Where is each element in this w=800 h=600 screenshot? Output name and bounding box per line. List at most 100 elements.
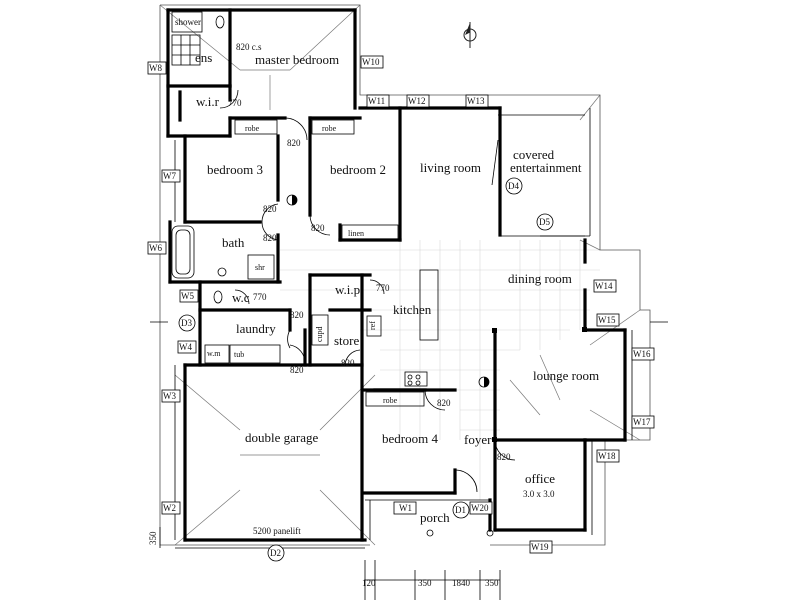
door-820-i: 820 [497, 452, 511, 462]
tub-label: tub [234, 350, 244, 359]
wip-label: w.i.p [335, 282, 360, 297]
door-820-d: 820 [311, 223, 325, 233]
double-garage-label: double garage [245, 430, 319, 445]
kitchen-island-icon [419, 269, 439, 341]
north-arrow-icon [463, 22, 477, 48]
ref-label: ref [368, 321, 377, 330]
lounge-room-label: lounge room [533, 368, 599, 383]
window-tag-w15: W15 [598, 315, 616, 325]
window-tag-w18: W18 [598, 451, 616, 461]
shower-recess-icon [247, 254, 275, 280]
window-tag-w6: W6 [149, 243, 162, 253]
window-tag-w3: W3 [163, 391, 176, 401]
door-tag-d2: D2 [270, 548, 281, 558]
dim-120: 120 [362, 578, 376, 588]
dim-left-350: 350 [148, 531, 158, 545]
robe-bed3-icon [234, 119, 278, 135]
door-tag-d1: D1 [455, 505, 466, 515]
store-label: store [334, 333, 360, 348]
window-tag-w8: W8 [149, 63, 162, 73]
dimension-labels: 350 120 350 1840 350 [148, 531, 499, 588]
door-820-h: 820 [437, 398, 451, 408]
laundry-tub-icon [229, 344, 281, 364]
door-820-g: 820 [341, 358, 355, 368]
door-820-b: 820 [263, 204, 277, 214]
laundry-label: laundry [236, 321, 276, 336]
linen-label: linen [348, 229, 364, 238]
wir-door-width: 770 [228, 98, 242, 108]
window-tag-w16: W16 [633, 349, 651, 359]
shr-label: shr [255, 263, 265, 272]
wm-label: w.m [207, 349, 221, 358]
panelift-label: 5200 panelift [253, 526, 301, 536]
cupd-label: cupd [315, 326, 324, 342]
fixtures [171, 11, 494, 537]
robe-label-1: robe [245, 124, 260, 133]
robe-bed4-icon [365, 391, 425, 407]
living-room-label: living room [420, 160, 481, 175]
window-tag-w11: W11 [368, 96, 385, 106]
cs-door-width: 820 c.s [236, 42, 262, 52]
office-size-label: 3.0 x 3.0 [523, 489, 555, 499]
door-tag-d3: D3 [181, 318, 192, 328]
window-tag-w1: W1 [399, 503, 412, 513]
dim-1840: 1840 [452, 578, 471, 588]
window-tag-w7: W7 [163, 171, 176, 181]
wc-label: w.c [232, 290, 250, 305]
window-tag-w4: W4 [179, 342, 192, 352]
window-tag-w17: W17 [633, 417, 651, 427]
door-820-c: 820 [263, 233, 277, 243]
window-tag-w19: W19 [531, 542, 549, 552]
cooktop-icon [404, 371, 428, 387]
office-label: office [525, 471, 555, 486]
door-tag-labels: D3 D4 D5 D1 D2 [181, 181, 550, 558]
ensuite-label: ens [195, 50, 212, 65]
bathtub-icon [171, 225, 195, 279]
window-tag-w5: W5 [181, 291, 194, 301]
robe-label-2: robe [322, 124, 337, 133]
room-labels: shower ens 820 c.s master bedroom w.i.r … [175, 17, 599, 536]
porch-post-icon [426, 529, 434, 537]
bedroom4-label: bedroom 4 [382, 431, 438, 446]
door-820-f: 820 [290, 365, 304, 375]
window-tag-w12: W12 [408, 96, 426, 106]
porch-label: porch [420, 510, 450, 525]
shower-label-box [171, 11, 203, 33]
robe-label-3: robe [383, 396, 398, 405]
door-820-a: 820 [287, 138, 301, 148]
wc-toilet-icon [213, 290, 223, 304]
master-bedroom-label: master bedroom [255, 52, 339, 67]
washing-machine-icon [204, 344, 230, 364]
window-tag-labels: W8 W10 W11 W12 W13 W7 W6 W5 W4 W3 W2 W1 … [149, 57, 651, 552]
fridge-space-icon [366, 315, 382, 337]
window-tag-w14: W14 [595, 281, 613, 291]
porch-post-icon-2 [486, 529, 494, 537]
door-820-e: 820 [290, 310, 304, 320]
covered-label-1: covered [513, 147, 555, 162]
window-tag-w10: W10 [362, 57, 380, 67]
window-tags [147, 55, 655, 554]
bath-label: bath [222, 235, 245, 250]
dim-350-b: 350 [485, 578, 499, 588]
roof-outline [159, 4, 651, 546]
window-tag-w2: W2 [163, 503, 176, 513]
window-tag-w20: W20 [471, 503, 489, 513]
robe-bed2-icon [311, 119, 355, 135]
basin-icon [217, 267, 227, 277]
foyer-label: foyer [464, 432, 492, 447]
linen-cupboard-icon [341, 224, 399, 240]
bedroom2-label: bedroom 2 [330, 162, 386, 177]
toilet-icon [215, 15, 225, 29]
window-tag-w13: W13 [467, 96, 485, 106]
covered-label-2: entertainment [510, 160, 582, 175]
door-tag-d5: D5 [539, 217, 550, 227]
door-swings [219, 89, 585, 493]
dimension-lines [150, 321, 668, 600]
dim-350-a: 350 [418, 578, 432, 588]
kitchen-label: kitchen [393, 302, 432, 317]
door-tag-d4: D4 [508, 181, 519, 191]
dining-room-label: dining room [508, 271, 572, 286]
shower-tray-icon [171, 34, 201, 66]
floor-tile-grid [280, 240, 600, 500]
